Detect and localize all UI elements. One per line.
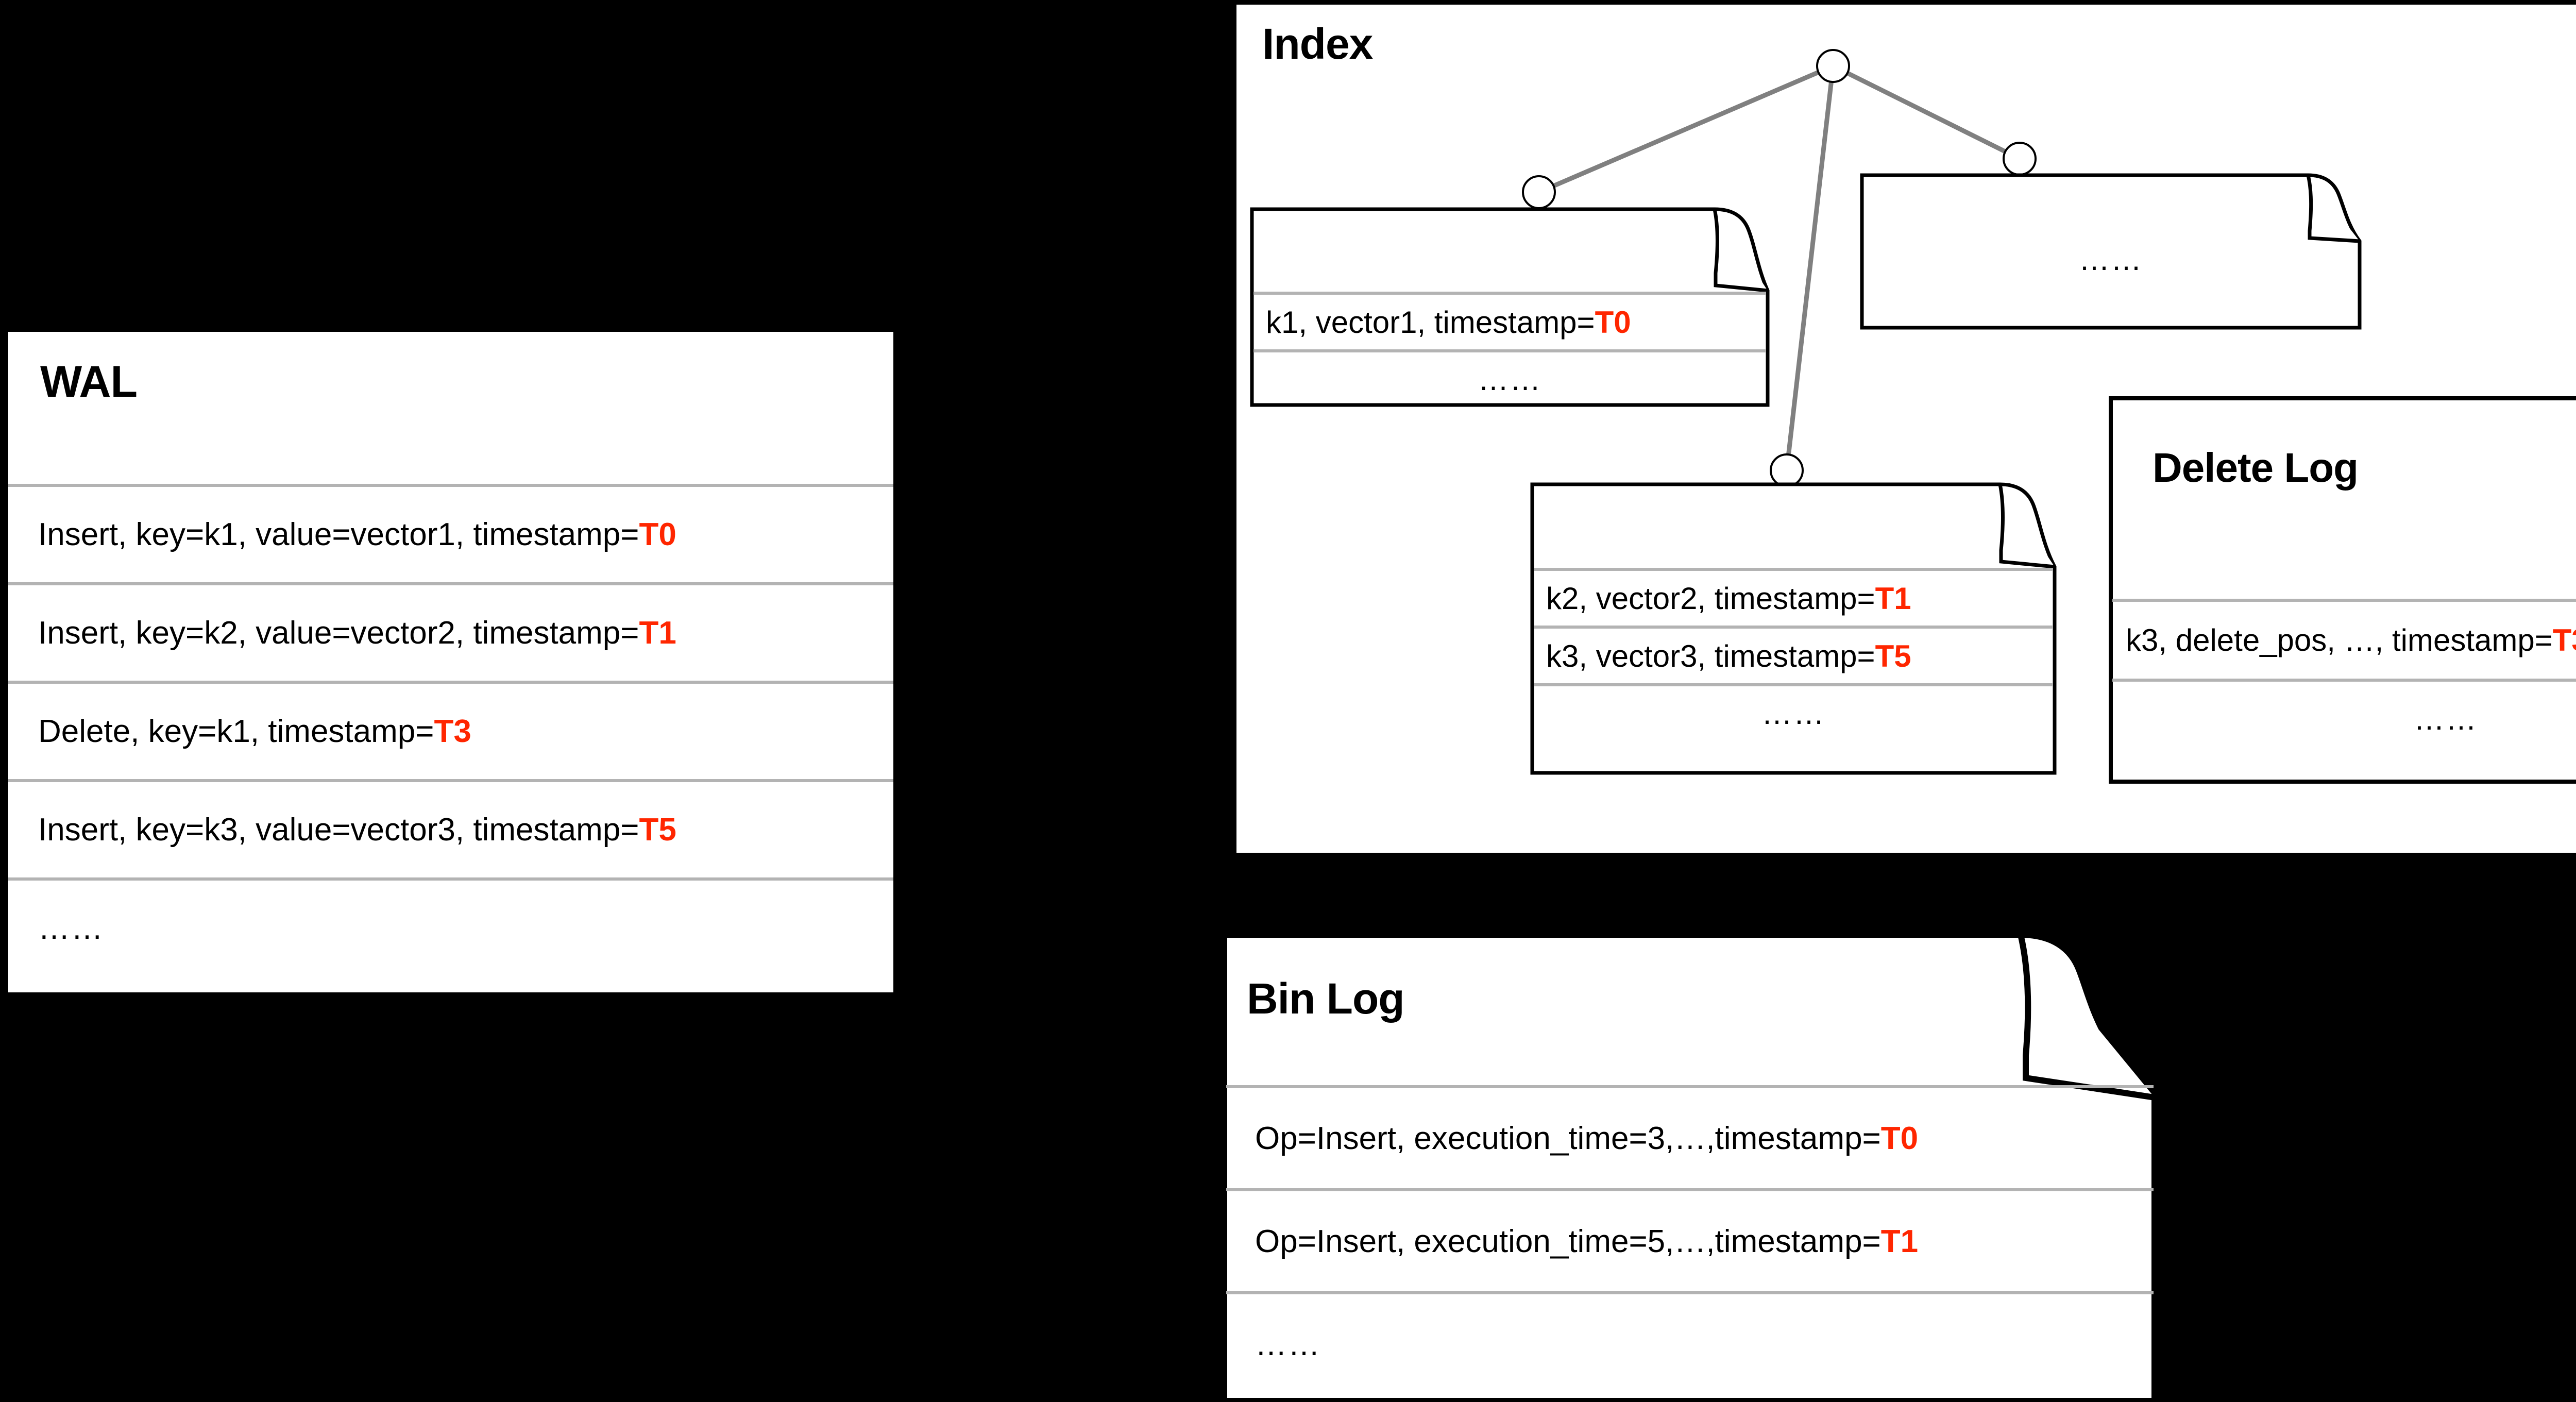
index-leaf-ellipsis-rows: …… bbox=[1863, 231, 2358, 288]
index-leaf-card-k2k3: k2, vector2, timestamp=T1 k3, vector3, t… bbox=[1530, 482, 2057, 775]
index-title: Index bbox=[1262, 20, 1373, 68]
wal-row-text: Insert, key=k3, value=vector3, timestamp… bbox=[38, 812, 639, 848]
delete-log-card: Delete Log k3, delete_pos, …, timestamp=… bbox=[2109, 396, 2576, 784]
wal-row: Delete, key=k1, timestamp=T3 bbox=[8, 681, 893, 779]
bin-log-row-text: …… bbox=[1255, 1326, 1321, 1362]
delete-log-rows: k3, delete_pos, …, timestamp=T3 …… bbox=[2112, 599, 2576, 756]
delete-log-row: …… bbox=[2112, 679, 2576, 756]
bin-log-rows: Op=Insert, execution_time=3,…,timestamp=… bbox=[1226, 1085, 2154, 1394]
wal-row-timestamp: T3 bbox=[434, 714, 471, 749]
index-leaf-card-ellipsis: …… bbox=[1860, 173, 2362, 330]
wal-row-timestamp: T5 bbox=[639, 812, 676, 848]
index-leaf-row: k1, vector1, timestamp=T0 bbox=[1253, 292, 1766, 349]
bin-log-title: Bin Log bbox=[1247, 974, 1405, 1023]
index-leaf-row-text: k3, vector3, timestamp= bbox=[1546, 638, 1875, 673]
wal-row: Insert, key=k1, value=vector1, timestamp… bbox=[8, 484, 893, 582]
bin-log-row-text: Op=Insert, execution_time=5,…,timestamp= bbox=[1255, 1223, 1881, 1259]
index-leaf-row-text: …… bbox=[2079, 242, 2143, 277]
wal-row-timestamp: T1 bbox=[639, 615, 676, 651]
bin-log-row-timestamp: T0 bbox=[1880, 1120, 1919, 1156]
wal-row: …… bbox=[8, 877, 893, 976]
wal-rows: Insert, key=k1, value=vector1, timestamp… bbox=[8, 484, 893, 976]
bin-log-row: Op=Insert, execution_time=3,…,timestamp=… bbox=[1226, 1085, 2154, 1188]
index-leaf-row: k3, vector3, timestamp=T5 bbox=[1534, 626, 2053, 683]
wal-row-text: Insert, key=k1, value=vector1, timestamp… bbox=[38, 517, 639, 552]
wal-row: Insert, key=k2, value=vector2, timestamp… bbox=[8, 582, 893, 681]
index-leaf-row: …… bbox=[1863, 231, 2358, 288]
delete-log-row-text: …… bbox=[2414, 701, 2478, 736]
bin-log-row: Op=Insert, execution_time=5,…,timestamp=… bbox=[1226, 1188, 2154, 1291]
index-leaf-row-timestamp: T1 bbox=[1875, 581, 1911, 616]
wal-row-text: …… bbox=[38, 910, 104, 946]
wal-row-timestamp: T0 bbox=[639, 517, 676, 552]
wal-row-text: Delete, key=k1, timestamp= bbox=[38, 714, 434, 749]
index-leaf-row-text: k2, vector2, timestamp= bbox=[1546, 581, 1875, 616]
index-leaf-k2k3-rows: k2, vector2, timestamp=T1 k3, vector3, t… bbox=[1534, 568, 2053, 740]
wal-row-text: Insert, key=k2, value=vector2, timestamp… bbox=[38, 615, 639, 651]
index-leaf-k1-rows: k1, vector1, timestamp=T0 …… bbox=[1253, 292, 1766, 406]
index-leaf-row-text: k1, vector1, timestamp= bbox=[1266, 305, 1595, 340]
wal-panel-body: WAL Insert, key=k1, value=vector1, times… bbox=[6, 330, 895, 994]
delete-log-row-text: k3, delete_pos, …, timestamp= bbox=[2126, 623, 2553, 657]
bin-log-row-timestamp: T1 bbox=[1880, 1223, 1919, 1259]
delete-log-row: k3, delete_pos, …, timestamp=T3 bbox=[2112, 599, 2576, 679]
index-leaf-row-text: …… bbox=[1478, 362, 1542, 397]
index-leaf-row: k2, vector2, timestamp=T1 bbox=[1534, 568, 2053, 626]
index-leaf-row-timestamp: T0 bbox=[1595, 305, 1631, 340]
index-leaf-row-timestamp: T5 bbox=[1875, 638, 1911, 673]
index-leaf-row: …… bbox=[1534, 683, 2053, 740]
delete-log-row-timestamp: T3 bbox=[2552, 623, 2576, 657]
index-leaf-row-text: …… bbox=[1761, 696, 1825, 731]
bin-log-row-text: Op=Insert, execution_time=3,…,timestamp= bbox=[1255, 1120, 1881, 1156]
wal-row: Insert, key=k3, value=vector3, timestamp… bbox=[8, 779, 893, 877]
index-leaf-row: …… bbox=[1253, 349, 1766, 406]
bin-log-card: Bin Log Op=Insert, execution_time=3,…,ti… bbox=[1221, 932, 2222, 1402]
wal-title: WAL bbox=[40, 357, 138, 407]
index-leaf-card-k1: k1, vector1, timestamp=T0 …… bbox=[1250, 207, 1770, 407]
delete-log-title: Delete Log bbox=[2153, 445, 2359, 491]
bin-log-row: …… bbox=[1226, 1291, 2154, 1394]
